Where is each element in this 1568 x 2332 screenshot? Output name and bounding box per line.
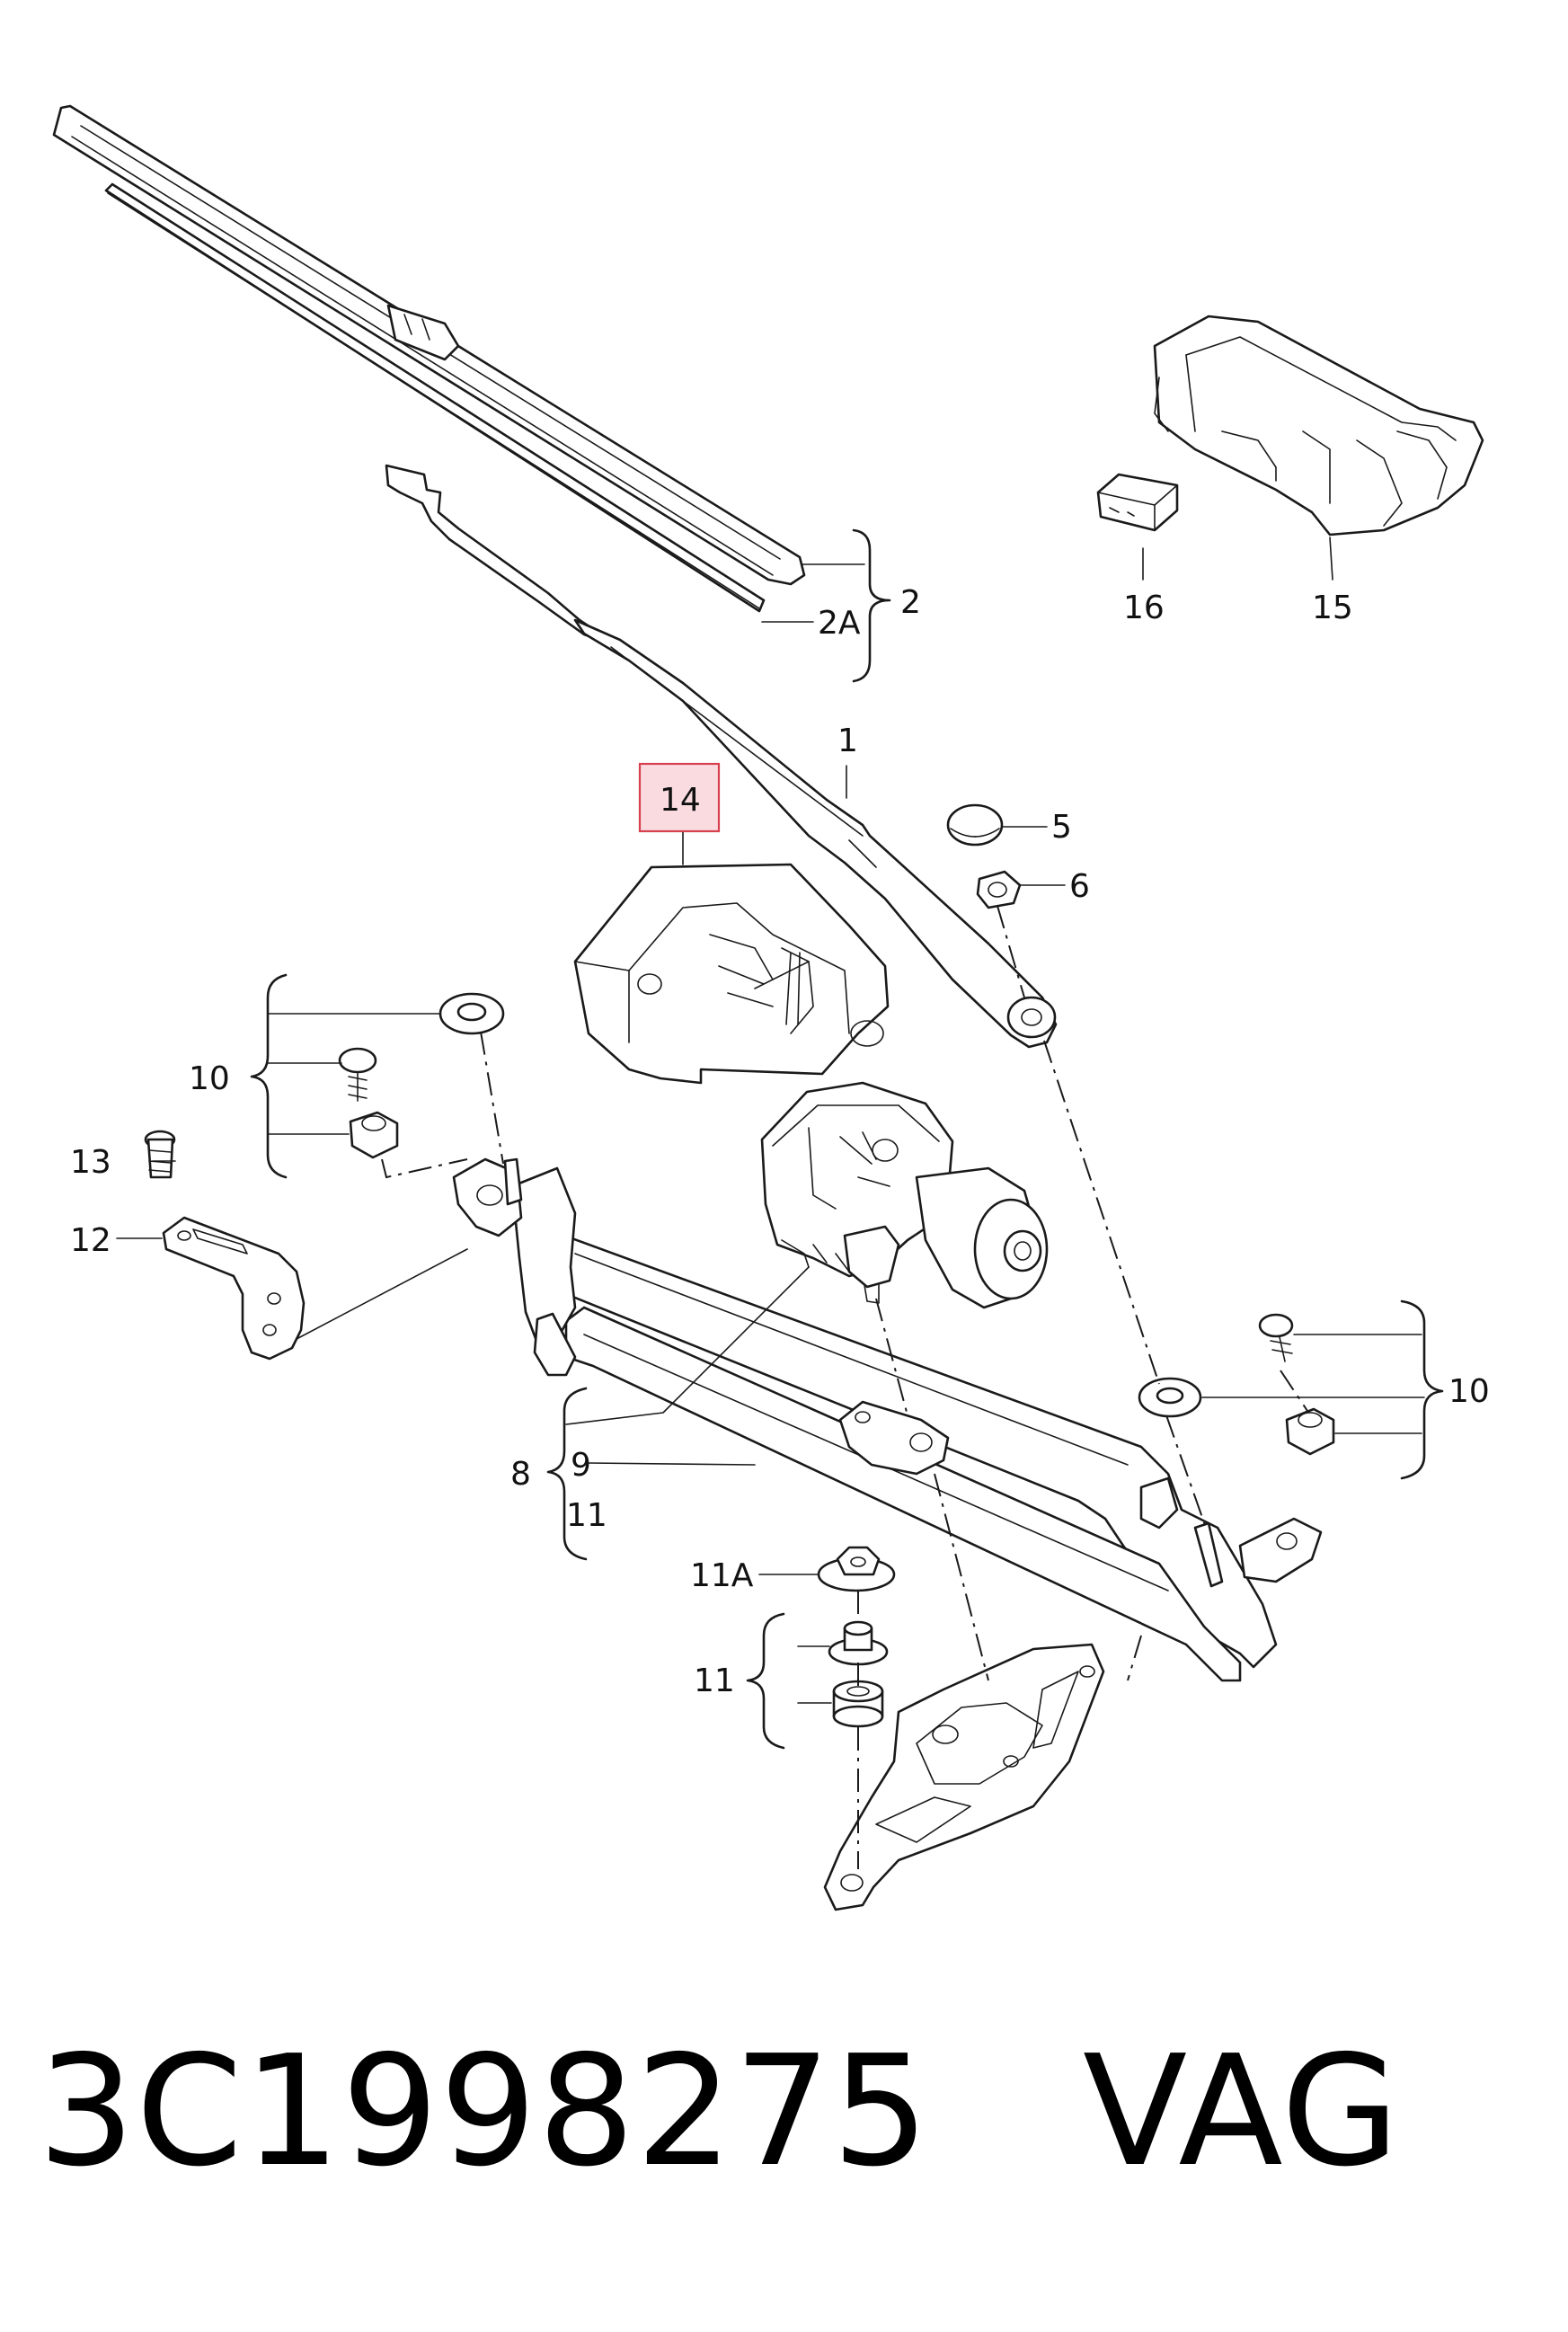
wiper-blade: [52, 104, 806, 613]
leader-lines: [116, 536, 1425, 1704]
callout-11-lower: 11: [694, 1663, 735, 1699]
wiper-motor: [760, 1081, 1049, 1309]
motor-cover: [573, 863, 890, 1085]
bracket-12: [162, 1216, 306, 1361]
callout-12: 12: [70, 1222, 111, 1259]
screw-left: [338, 1047, 377, 1102]
bolt-13: [144, 1130, 176, 1179]
screw-right: [1258, 1313, 1294, 1362]
callout-11A: 11A: [690, 1557, 754, 1594]
callout-16: 16: [1123, 590, 1165, 626]
connector-16: [1096, 473, 1179, 532]
nut-11A: [817, 1546, 896, 1592]
callout-8: 8: [510, 1456, 531, 1493]
callout-10-left: 10: [189, 1060, 230, 1097]
grommet-left: [349, 1111, 399, 1159]
bushing-upper: [828, 1620, 889, 1666]
assembly-lines: [381, 905, 1308, 1869]
callout-15: 15: [1312, 590, 1353, 626]
callout-6: 6: [1069, 868, 1090, 905]
mounting-plate: [823, 1643, 1105, 1911]
nut-6: [976, 870, 1022, 909]
brace-group-2: [852, 528, 891, 683]
callout-2A: 2A: [818, 605, 861, 642]
grommet-right: [1285, 1407, 1335, 1456]
callout-11-upper: 11: [566, 1497, 607, 1534]
linkage-frame: [452, 1157, 1323, 1682]
wiper-arm: [385, 464, 1058, 1049]
brace-group-11: [746, 1612, 785, 1750]
washer-left: [439, 992, 505, 1035]
callout-10-right: 10: [1448, 1373, 1490, 1410]
washer-right: [1138, 1377, 1202, 1418]
callout-5: 5: [1051, 809, 1072, 846]
brace-group-10-right: [1400, 1299, 1444, 1480]
relay-housing: [1153, 315, 1484, 536]
manufacturer-name: VAG: [1082, 2023, 1401, 2201]
part-number: 3C1998275: [38, 2023, 930, 2201]
brace-group-8: [546, 1387, 588, 1561]
callout-14-highlight: [638, 762, 721, 833]
bushing-lower: [832, 1680, 884, 1728]
cap-5: [946, 803, 1004, 847]
brace-group-10-left: [250, 973, 288, 1179]
callout-13: 13: [70, 1144, 111, 1181]
callout-14: 14: [660, 782, 701, 819]
callout-1: 1: [837, 723, 858, 759]
callout-9: 9: [571, 1447, 591, 1484]
callout-2: 2: [900, 584, 921, 621]
